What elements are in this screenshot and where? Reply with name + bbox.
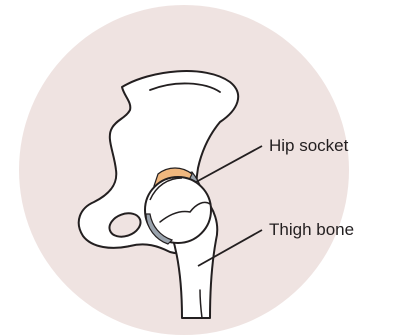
- thigh-bone-label: Thigh bone: [269, 220, 354, 239]
- hip-socket-label: Hip socket: [269, 136, 349, 155]
